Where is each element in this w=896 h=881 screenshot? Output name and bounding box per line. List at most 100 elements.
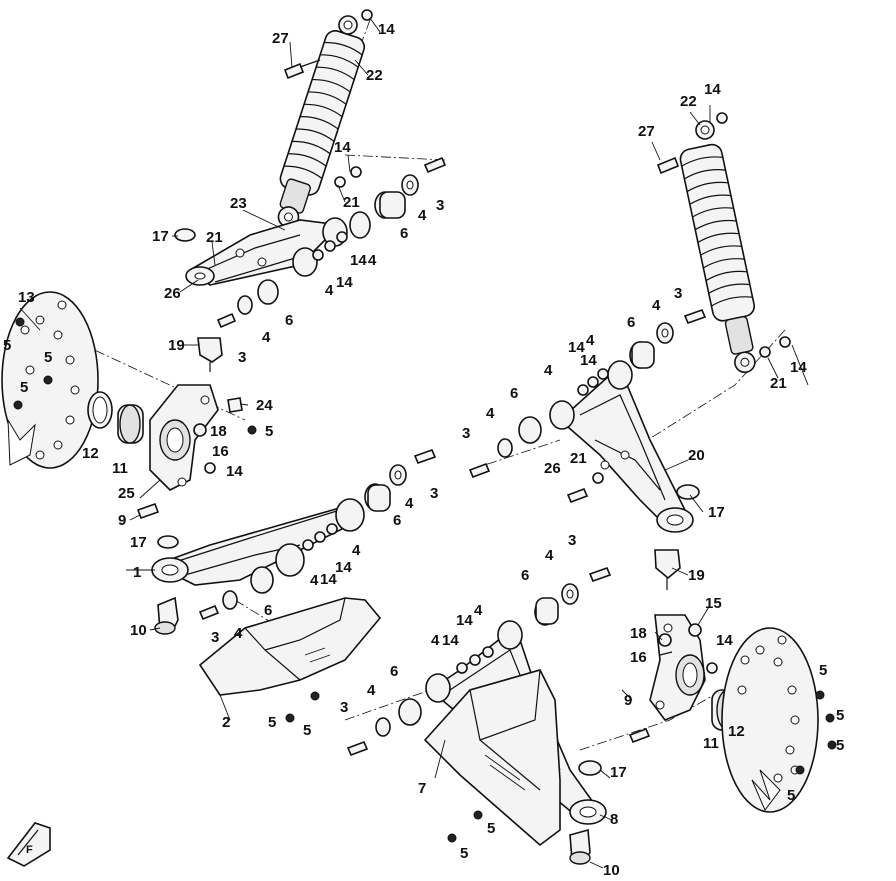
callout-24: 24 <box>256 397 273 414</box>
callout-22: 22 <box>366 67 383 84</box>
callout-4: 4 <box>367 682 376 699</box>
callout-3: 3 <box>674 285 682 302</box>
callout-11: 11 <box>703 735 719 752</box>
callout-3: 3 <box>436 197 444 214</box>
callout-4: 4 <box>474 602 483 619</box>
callout-14: 14 <box>442 632 459 649</box>
callout-14: 14 <box>226 463 243 480</box>
callout-21: 21 <box>770 375 787 392</box>
bolt-5-e <box>285 713 295 723</box>
callout-4: 4 <box>418 207 427 224</box>
callout-17: 17 <box>130 534 147 551</box>
callout-23: 23 <box>230 195 247 212</box>
callout-6: 6 <box>510 385 518 402</box>
callout-4: 4 <box>486 405 495 422</box>
callout-4: 4 <box>652 297 661 314</box>
callout-6: 6 <box>400 225 408 242</box>
leader-lines <box>19 17 809 869</box>
callout-4: 4 <box>431 632 440 649</box>
callout-14: 14 <box>336 274 353 291</box>
callout-14: 14 <box>350 252 367 269</box>
callout-14: 14 <box>378 21 395 38</box>
bolt-9-right <box>628 727 651 744</box>
callout-17: 17 <box>152 228 169 245</box>
callout-14: 14 <box>716 632 733 649</box>
callout-16: 16 <box>212 443 229 460</box>
callout-22: 22 <box>680 93 697 110</box>
callout-1: 1 <box>133 564 141 581</box>
bolt-5-k <box>827 740 837 750</box>
ball-joint-19-left <box>197 337 223 372</box>
callout-13: 13 <box>18 289 35 306</box>
callout-5: 5 <box>819 662 827 679</box>
shock-absorber-left <box>277 15 366 228</box>
shock-absorber-right <box>679 120 756 374</box>
upper-right-arm-bushings <box>468 308 707 479</box>
upper-left-arm-bushings <box>216 156 447 329</box>
bolt-5-a <box>15 317 25 327</box>
lower-right-arm-bushings <box>346 566 612 757</box>
shock-bolt-27-right <box>656 156 680 175</box>
callout-6: 6 <box>390 663 398 680</box>
callout-14: 14 <box>568 339 585 356</box>
callout-14: 14 <box>704 81 721 98</box>
skid-plate-2 <box>198 597 382 696</box>
knuckle-25-left <box>149 384 219 491</box>
callout-11: 11 <box>112 460 128 477</box>
callout-labels: 1 2 3 3 3 3 3 3 3 3 4 4 4 4 4 4 4 4 4 4 … <box>3 21 844 879</box>
callout-5: 5 <box>3 337 11 354</box>
callout-8: 8 <box>610 811 618 828</box>
lower-left-arm-bushings <box>198 448 437 621</box>
callout-14: 14 <box>580 352 597 369</box>
washer-21-right <box>759 346 771 358</box>
bolt-5-l <box>795 765 805 775</box>
nut-14-right <box>779 336 791 348</box>
callout-10: 10 <box>130 622 147 639</box>
callout-5: 5 <box>487 820 495 837</box>
callout-2: 2 <box>222 714 230 731</box>
boot-17-lower-right <box>578 760 602 776</box>
callout-10: 10 <box>603 862 620 879</box>
bolt-5-g <box>447 833 457 843</box>
bolt-5-b <box>43 375 53 385</box>
callout-5: 5 <box>20 379 28 396</box>
callout-5: 5 <box>836 737 844 754</box>
lower-a-arm-left <box>151 498 365 586</box>
callout-5: 5 <box>460 845 468 862</box>
callout-7: 7 <box>418 780 426 797</box>
skid-plate-7 <box>423 669 561 847</box>
callout-4: 4 <box>234 625 243 642</box>
shock-bolt-27 <box>283 59 321 80</box>
callout-3: 3 <box>430 485 438 502</box>
callout-3: 3 <box>238 349 246 366</box>
callout-27: 27 <box>638 123 655 140</box>
callout-5: 5 <box>787 787 795 804</box>
callout-15: 15 <box>705 595 722 612</box>
ball-joint-19-right <box>654 549 681 590</box>
callout-26: 26 <box>544 460 561 477</box>
callout-17: 17 <box>708 504 725 521</box>
callout-14: 14 <box>334 139 351 156</box>
callout-3: 3 <box>462 425 470 442</box>
bolt-5-h <box>473 810 483 820</box>
bolt-5-i <box>815 690 825 700</box>
washer-15 <box>688 623 702 637</box>
callout-17: 17 <box>610 764 627 781</box>
nut-14-top <box>361 9 373 21</box>
front-direction-badge: F <box>6 822 51 867</box>
callout-5: 5 <box>44 349 52 366</box>
bolt-9-left <box>136 502 160 520</box>
callout-27: 27 <box>272 30 289 47</box>
nut-14-right-top <box>716 112 728 124</box>
nut-14-right-knuckle <box>706 662 718 674</box>
bolt-5-c <box>13 400 23 410</box>
bolt-5-d <box>247 425 257 435</box>
callout-6: 6 <box>627 314 635 331</box>
callout-26: 26 <box>164 285 181 302</box>
callout-9: 9 <box>118 512 126 529</box>
callout-4: 4 <box>586 332 595 349</box>
washer-21-upper <box>334 176 346 188</box>
callout-18: 18 <box>630 625 647 642</box>
callout-4: 4 <box>544 362 553 379</box>
callout-5: 5 <box>268 714 276 731</box>
